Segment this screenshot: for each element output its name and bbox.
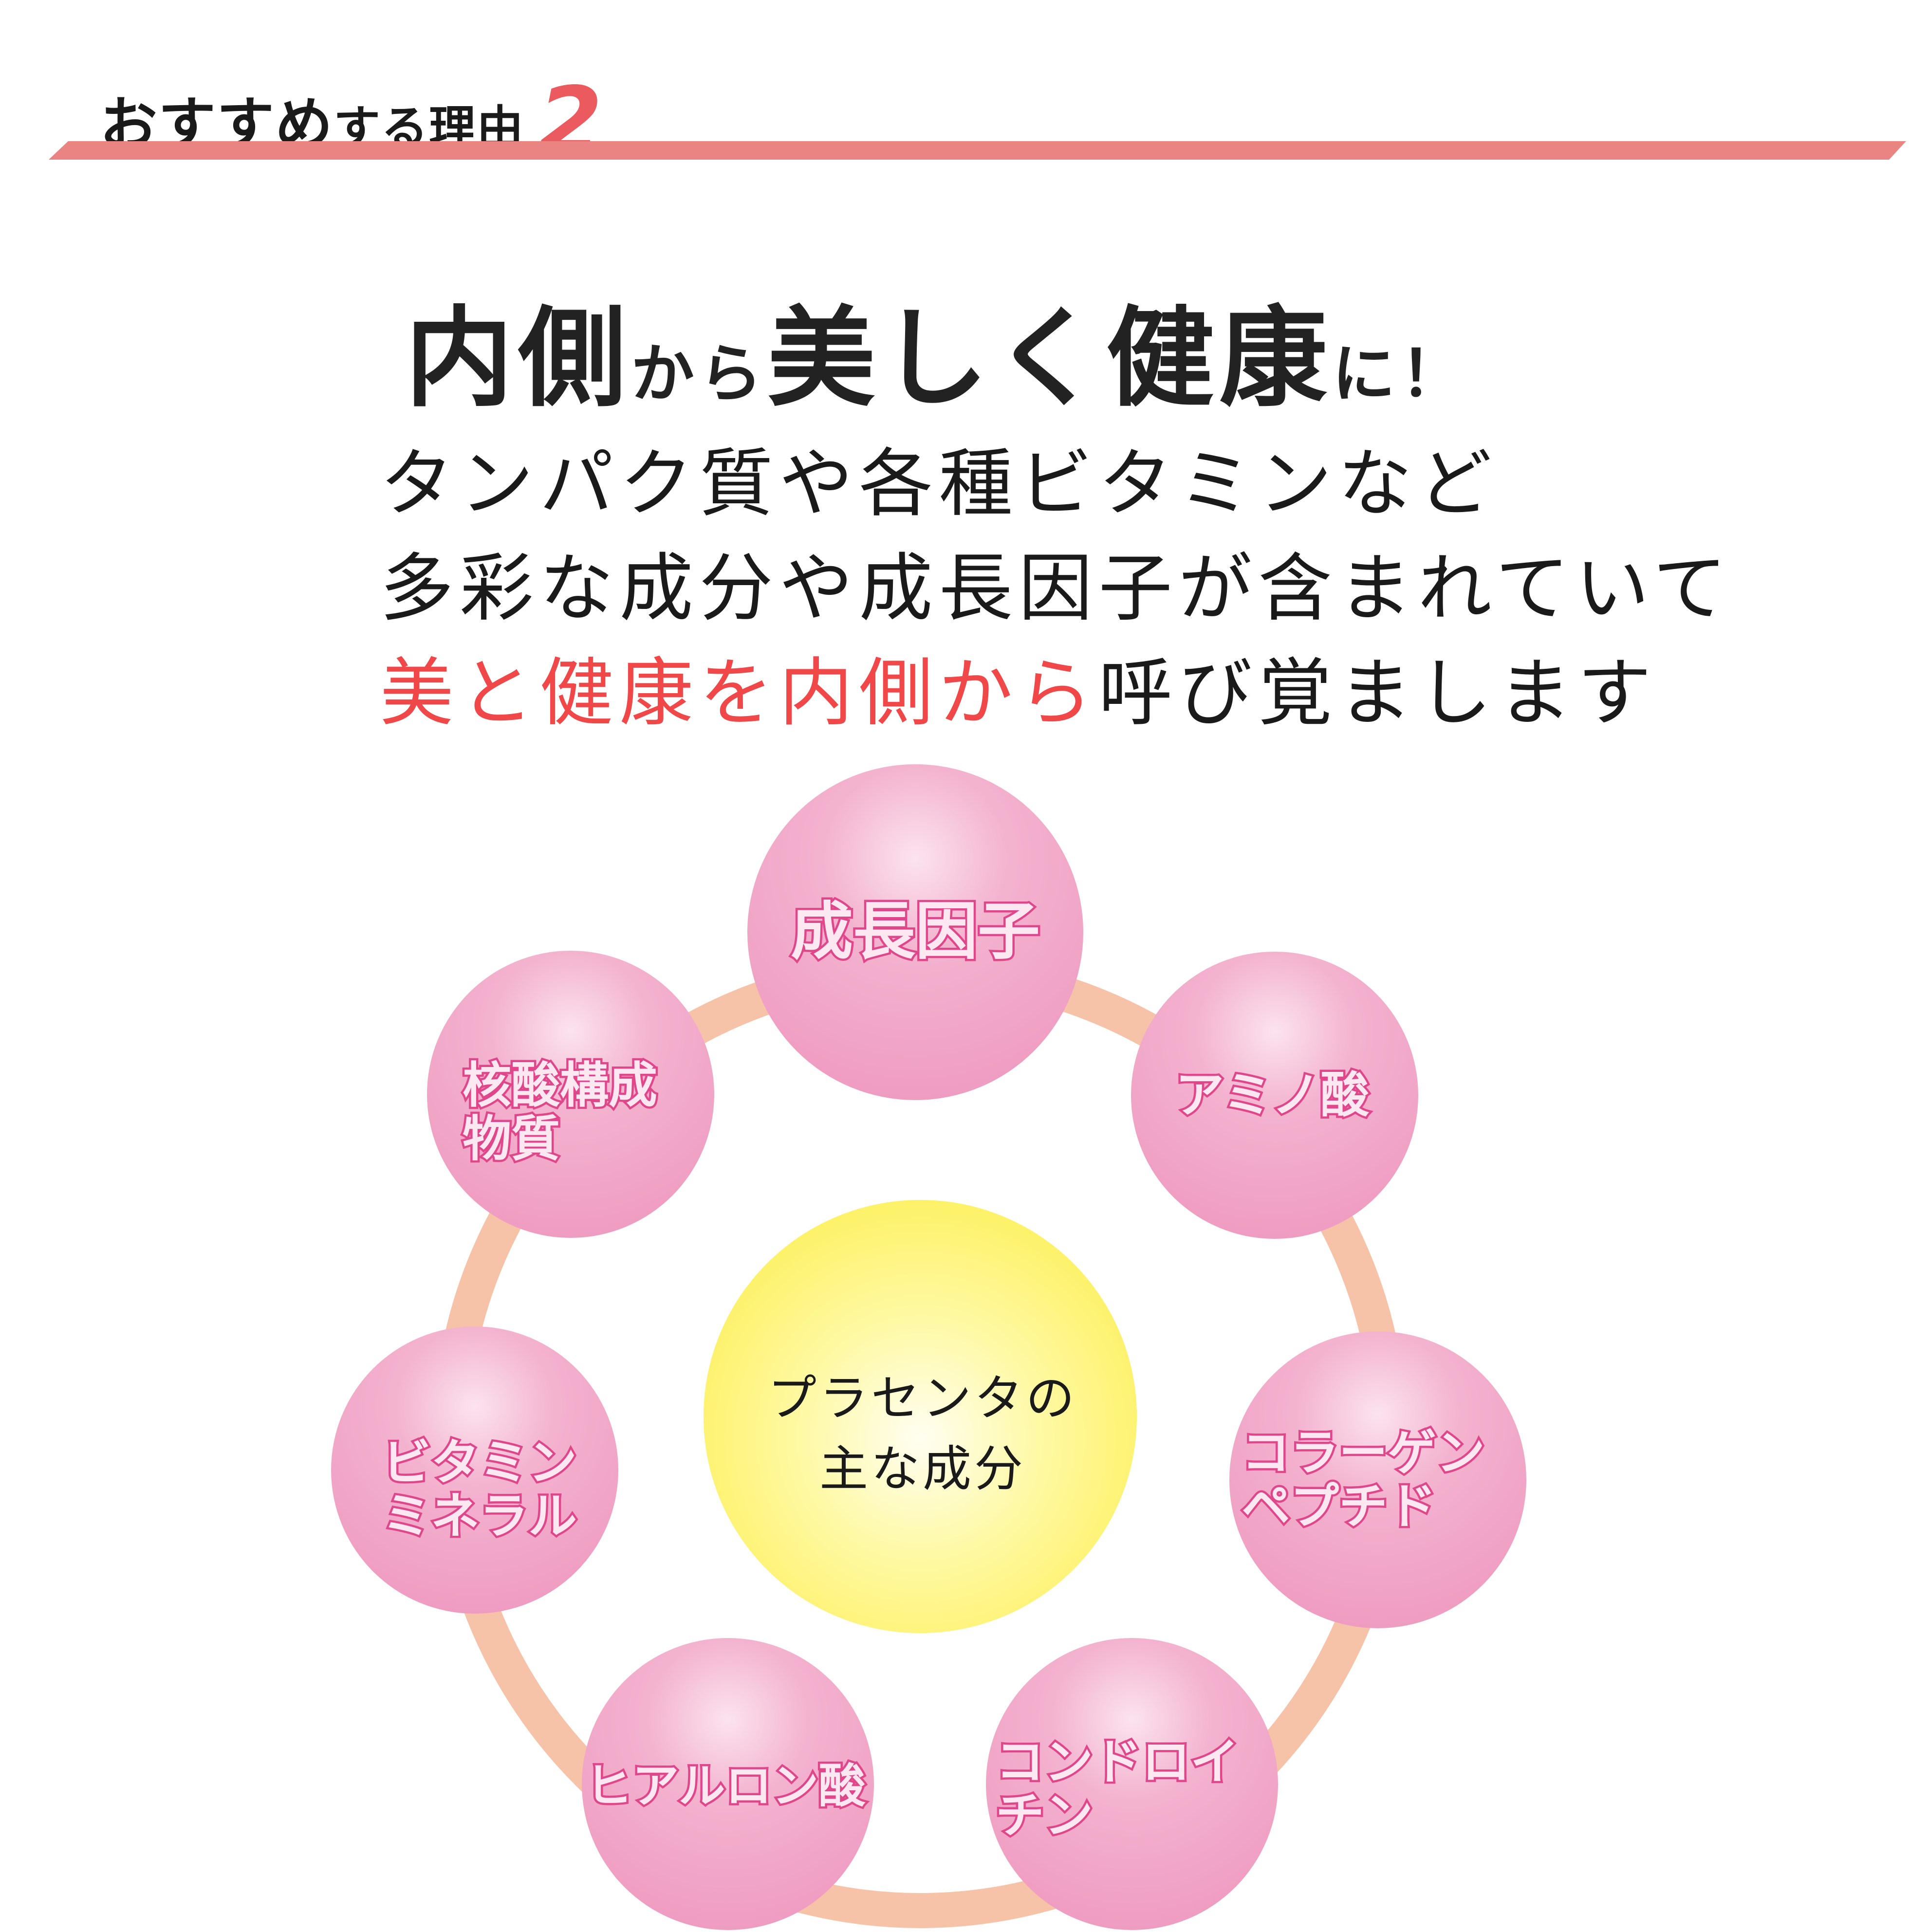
component-bubble-7 [427,951,714,1238]
center-label-line-2: 主な成分 [819,1440,1026,1497]
header-underline [49,141,1906,160]
component-label-6: ビタミン ミネラル [380,1434,579,1545]
center-label: プラセンタの 主な成分 [768,1363,1077,1504]
component-bubble-3 [1229,1331,1526,1628]
body-line-1: タンパク質や各種ビタミンなど [380,441,1498,527]
body-line-2: 多彩な成分や成長因子が含まれていて [380,545,1733,631]
headline-part4: に！ [1332,337,1469,411]
headline: 内側から美しく健康に！ [405,270,1468,427]
headline-part2: から [631,337,768,411]
component-bubble-1 [747,764,1083,1100]
component-bubble-6 [331,1326,618,1614]
center-circle [704,1200,1137,1633]
center-label-line-1: プラセンタの [768,1370,1077,1427]
component-label-3: コラーゲン ペプチド [1240,1424,1487,1535]
component-label-1: 成長因子 [788,895,1042,968]
body-line-3-rest: 呼び覚まします [1098,650,1657,736]
component-bubble-4 [986,1638,1278,1930]
component-label-5: ヒアルロン酸 [583,1758,868,1814]
body-highlight: 美と健康を内側から [380,650,1098,736]
component-label-7: 核酸構成 物質 [461,1056,660,1168]
component-label-2: アミノ酸 [1173,1066,1372,1124]
headline-part3: 美しく健康 [767,296,1333,422]
component-label-4: コンドロイ チン [994,1733,1242,1844]
component-bubble-5 [582,1638,874,1930]
body-line-3: 美と健康を内側から呼び覚まします [380,633,1657,740]
headline-part1: 内側 [405,296,631,422]
component-bubble-2 [1131,952,1418,1239]
